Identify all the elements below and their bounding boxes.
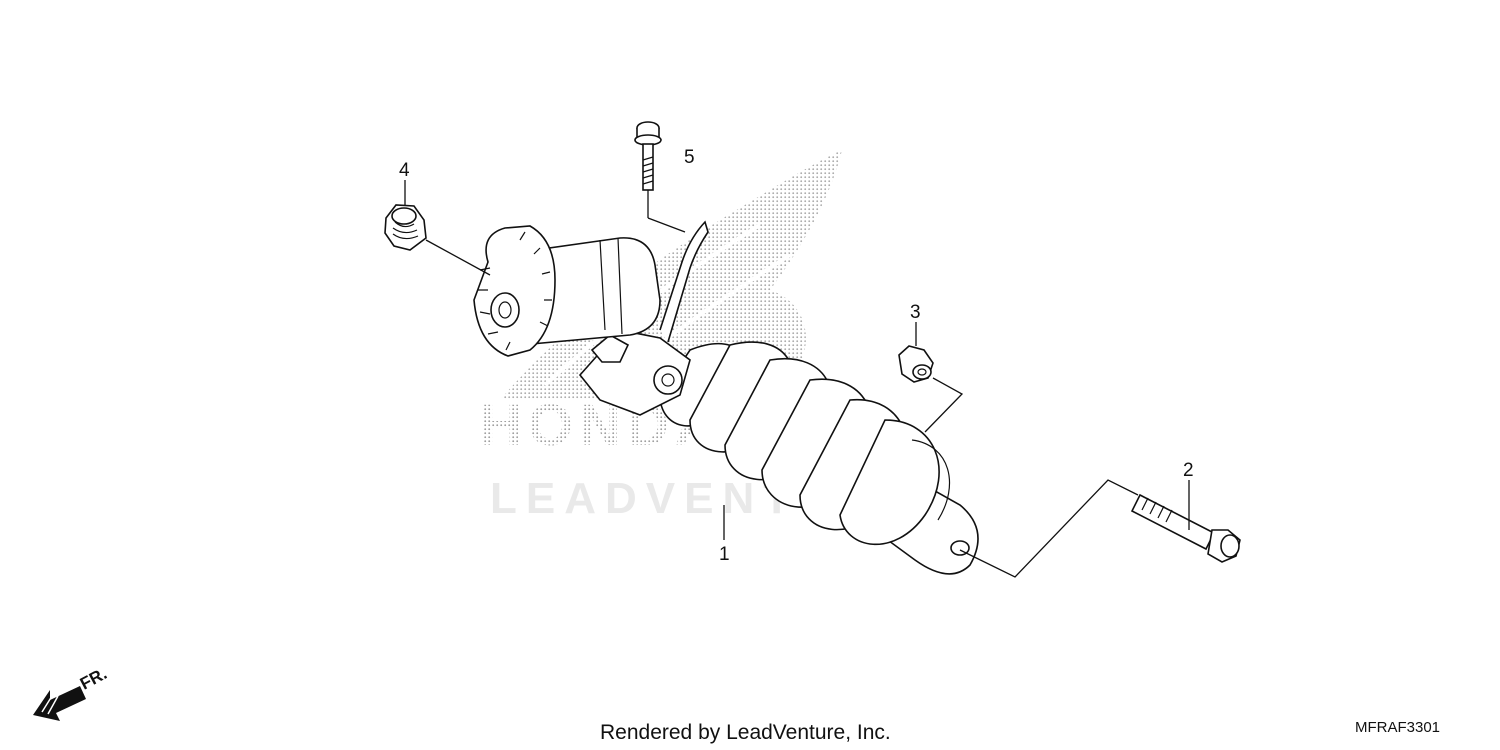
leader-lines — [404, 180, 1190, 578]
callout-4[interactable]: 4 — [399, 160, 410, 181]
callout-3[interactable]: 3 — [910, 302, 921, 323]
front-indicator-label: FR. — [77, 664, 110, 694]
spring-coils — [659, 341, 951, 546]
part-5-bolt[interactable] — [634, 121, 662, 191]
front-direction-arrow-icon — [33, 686, 86, 721]
callout-2[interactable]: 2 — [1183, 460, 1194, 481]
part-3-flange-nut[interactable] — [898, 345, 934, 383]
rendered-by-text: Rendered by LeadVenture, Inc. — [600, 721, 891, 744]
diagram-code: MFRAF3301 — [1355, 719, 1440, 736]
callout-1[interactable]: 1 — [719, 544, 730, 565]
part-4-nut[interactable] — [384, 204, 427, 251]
part-2-bolt[interactable] — [1130, 493, 1241, 563]
callout-5[interactable]: 5 — [684, 147, 695, 168]
